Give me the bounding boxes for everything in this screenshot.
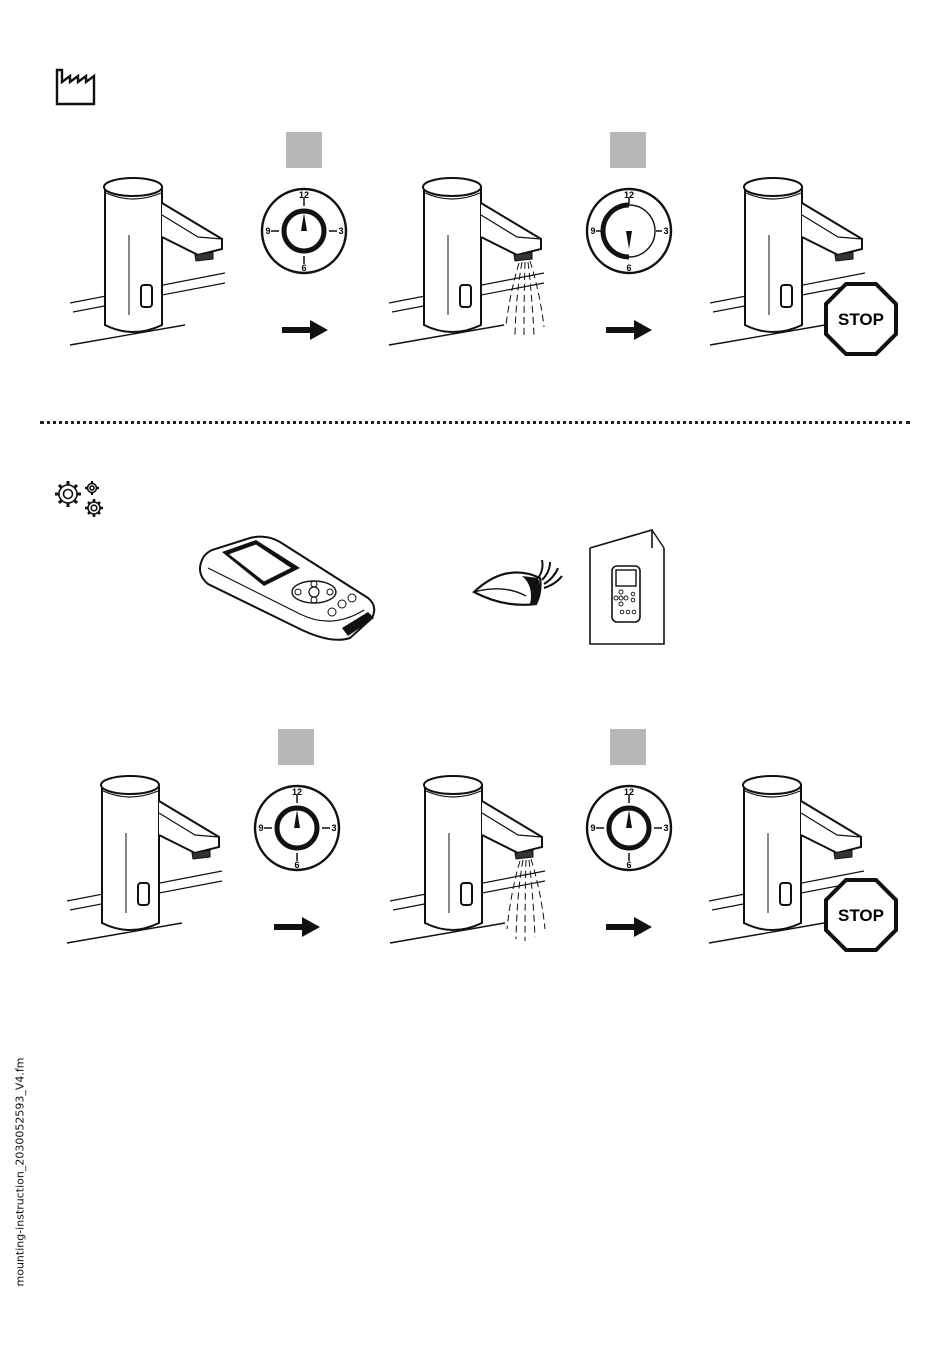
stop-sign-icon: STOP <box>824 282 898 356</box>
step-marker-box <box>286 132 322 168</box>
arrow-right-icon <box>604 318 654 342</box>
clock-number-9: 9 <box>265 226 270 236</box>
timer-clock-icon: 12 6 9 3 <box>584 783 674 873</box>
timer-clock-icon: 12 6 9 3 <box>584 186 674 276</box>
faucet-illustration <box>65 175 235 355</box>
remote-control-icon <box>192 532 382 650</box>
timer-clock-icon: 12 6 9 3 <box>252 783 342 873</box>
manual-booklet-icon <box>588 528 668 648</box>
clock-number-3: 3 <box>663 823 668 833</box>
clock-number-9: 9 <box>590 823 595 833</box>
footer-filename: mounting-instruction_2030052593_V4.fm <box>14 1067 27 1287</box>
clock-number-3: 3 <box>331 823 336 833</box>
gears-icon <box>52 478 108 520</box>
clock-number-9: 9 <box>590 226 595 236</box>
clock-number-12: 12 <box>299 190 309 200</box>
arrow-right-icon <box>272 915 322 939</box>
arrow-right-icon <box>280 318 330 342</box>
arrow-right-icon <box>604 915 654 939</box>
section-divider <box>40 421 910 424</box>
clock-number-6: 6 <box>626 263 631 273</box>
clock-number-6: 6 <box>294 860 299 870</box>
step-marker-box <box>610 729 646 765</box>
faucet-running-water-illustration <box>384 175 554 355</box>
clock-number-12: 12 <box>292 787 302 797</box>
clock-number-3: 3 <box>338 226 343 236</box>
clock-number-9: 9 <box>258 823 263 833</box>
factory-icon <box>54 66 98 106</box>
eye-icon <box>470 556 566 612</box>
step-marker-box <box>278 729 314 765</box>
stop-sign-text: STOP <box>838 906 884 925</box>
clock-number-12: 12 <box>624 190 634 200</box>
timer-clock-icon: 12 6 9 3 <box>259 186 349 276</box>
faucet-running-water-illustration <box>385 773 555 953</box>
clock-number-12: 12 <box>624 787 634 797</box>
stop-sign-icon: STOP <box>824 878 898 952</box>
clock-number-3: 3 <box>663 226 668 236</box>
stop-sign-text: STOP <box>838 310 884 329</box>
clock-number-6: 6 <box>301 263 306 273</box>
faucet-illustration <box>62 773 232 953</box>
clock-number-6: 6 <box>626 860 631 870</box>
step-marker-box <box>610 132 646 168</box>
